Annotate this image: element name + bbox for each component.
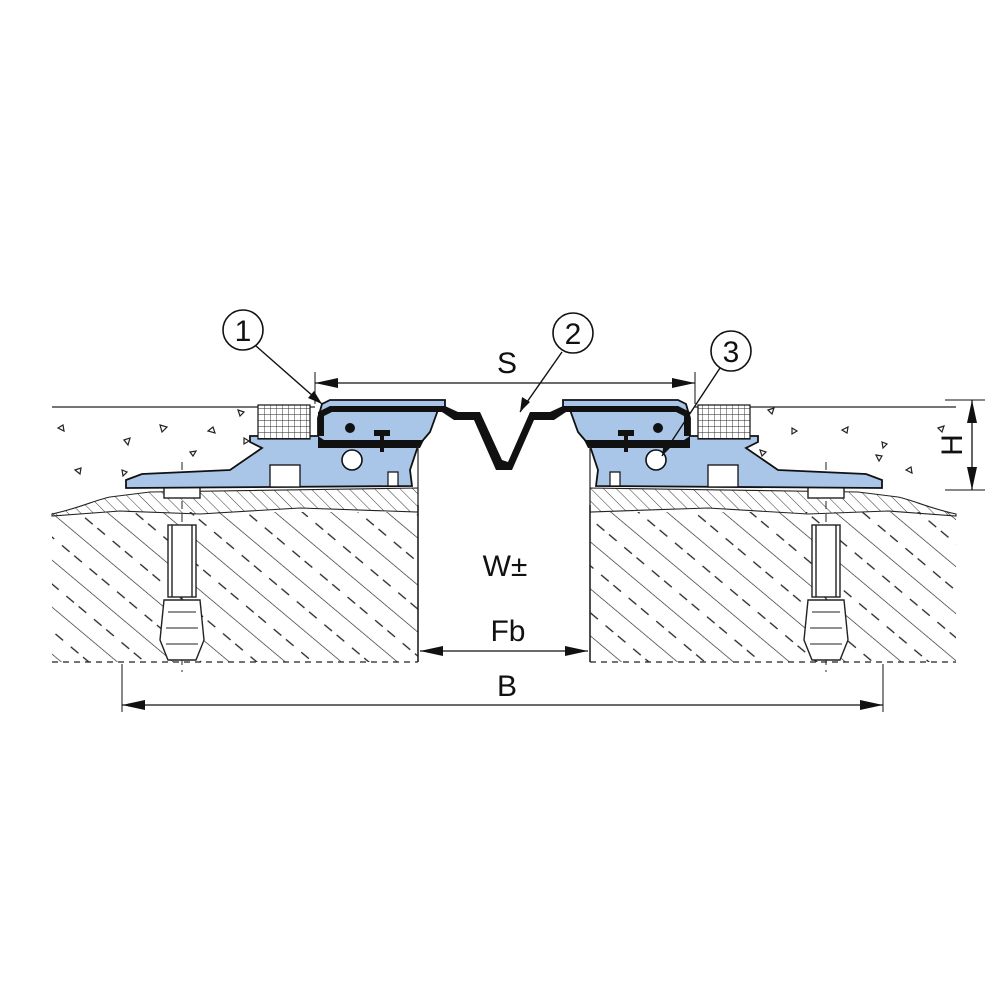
mortar-bed-right [589,487,957,517]
callout-3: 3 [661,330,752,457]
dimension-w-label: W± [483,550,528,583]
seal-strip-left [318,436,424,448]
mesh-block-right [697,404,751,440]
bolt-hole-right [645,449,667,471]
small-bolt-right [707,464,739,488]
dimension-s-label: S [497,347,517,380]
mortar-bed-left [51,487,419,517]
callout-3-number: 3 [723,336,740,369]
aggregate-specks [56,407,945,478]
callout-1-number: 1 [235,315,252,348]
callout-2: 2 [519,312,594,413]
mesh-block-left [257,404,311,440]
substrate-left [52,505,419,663]
profile-left [125,399,446,489]
substrate-right [589,505,956,663]
bolt-hole-left [341,449,363,471]
callout-2-number: 2 [565,318,582,351]
dimension-h-label: H [936,434,969,456]
dimension-b [121,664,884,712]
small-bolt-left [269,464,301,488]
callout-1: 1 [222,309,323,405]
dimension-h [945,399,985,491]
dimension-s [314,372,696,404]
dimension-b-label: B [497,670,517,703]
dimension-fb [420,646,588,656]
dimension-fb-label: Fb [490,615,525,648]
